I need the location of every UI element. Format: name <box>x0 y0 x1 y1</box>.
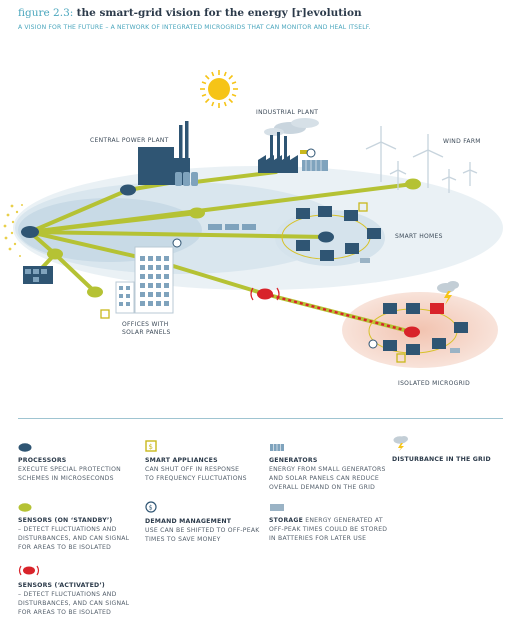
label-isolated-microgrid: ISOLATED MICROGRID <box>398 380 470 387</box>
sun-icon <box>200 70 238 108</box>
sensors-activated <box>250 287 420 338</box>
legend-disturbance-head: DISTURBANCE IN THE GRID <box>392 456 491 463</box>
offices-building <box>115 246 174 314</box>
demand-management-icon: $ <box>145 501 157 513</box>
legend-sensors-activated-line1: – DETECT FLUCTUATIONS AND <box>18 591 117 598</box>
legend-disturbance: DISTURBANCE IN THE GRID <box>392 435 512 464</box>
legend-smart-appliances-head: SMART APPLIANCES <box>145 457 218 464</box>
generator-icon <box>208 224 256 230</box>
house-icon <box>23 266 53 284</box>
sensor-activated-icon <box>18 565 40 576</box>
label-central-power-plant: CENTRAL POWER PLANT <box>90 137 169 144</box>
legend-demand-management-head: DEMAND MANAGEMENT <box>145 518 232 525</box>
legend-demand-management-line1: USE CAN BE SHIFTED TO OFF-PEAK <box>145 527 260 534</box>
legend-generators: GENERATORS ENERGY FROM SMALL GENERATORS … <box>269 443 409 492</box>
smart-appliance-icon: $ <box>145 440 157 452</box>
legend-sensors-standby-line3: FOR AREAS TO BE ISOLATED <box>18 544 112 551</box>
legend-sensors-standby-line2: DISTURBANCES, AND CAN SIGNAL <box>18 535 130 542</box>
demand-management-icon <box>172 148 378 349</box>
legend-storage-line3: IN BATTERIES FOR LATER USE <box>269 535 367 542</box>
grid-inner-zone <box>18 198 202 262</box>
legend-processors-head: PROCESSORS <box>18 457 67 464</box>
smart-appliance-icon <box>100 202 406 363</box>
legend-sensors-activated-head: SENSORS (‘ACTIVATED’) <box>18 582 105 589</box>
legend-generators-head: GENERATORS <box>269 457 318 464</box>
legend-sensors-activated-line3: FOR AREAS TO BE ISOLATED <box>18 609 112 616</box>
label-smart-homes: SMART HOMES <box>395 233 443 240</box>
cloud-lightning-icon <box>437 281 459 305</box>
legend-sensors-activated: SENSORS (‘ACTIVATED’) – DETECT FLUCTUATI… <box>18 564 153 617</box>
legend-processors: PROCESSORS EXECUTE SPECIAL PROTECTION SC… <box>18 443 153 483</box>
figure-number: figure 2.3: <box>18 7 74 19</box>
legend-sensors-standby: SENSORS (ON ‘STANDBY’) – DETECT FLUCTUAT… <box>18 503 153 552</box>
cloud-lightning-icon <box>393 436 408 451</box>
sensor-standby-icon <box>18 503 32 512</box>
figure-title: figure 2.3: the smart-grid vision for th… <box>18 6 518 20</box>
legend-storage: STORAGE ENERGY GENERATED AT OFF-PEAK TIM… <box>269 503 409 543</box>
sensors-standby <box>47 178 421 298</box>
legend-generators-line3: OVERALL DEMAND ON THE GRID <box>269 484 376 491</box>
legend-storage-head: STORAGE <box>269 517 304 524</box>
wind-turbine-icon <box>365 126 478 193</box>
storage-batteries <box>360 258 460 353</box>
legend-storage-line1: ENERGY GENERATED AT <box>305 517 383 524</box>
label-wind-farm: WIND FARM <box>443 138 481 145</box>
smart-homes-houses <box>296 206 381 261</box>
figure-title-text: the smart-grid vision for the energy [r]… <box>76 7 362 19</box>
legend-demand-management-line2: TIMES TO SAVE MONEY <box>145 536 221 543</box>
legend-divider <box>18 418 503 419</box>
label-industrial-plant: INDUSTRIAL PLANT <box>256 109 318 116</box>
label-offices-line2: SOLAR PANELS <box>122 329 171 336</box>
label-offices-line1: OFFICES WITH <box>122 321 169 328</box>
legend-processors-line2: SCHEMES IN MICROSECONDS <box>18 475 114 482</box>
disturbed-line-dash <box>264 292 413 334</box>
generator-icon <box>270 444 284 451</box>
battery-icon <box>270 504 284 511</box>
legend-storage-line2: OFF-PEAK TIMES COULD BE STORED <box>269 526 388 533</box>
legend-sensors-standby-head: SENSORS (ON ‘STANDBY’) <box>18 517 113 524</box>
legend-processors-line1: EXECUTE SPECIAL PROTECTION <box>18 466 121 473</box>
industrial-plant <box>258 118 328 173</box>
svg-text:$: $ <box>149 505 153 512</box>
legend-smart-appliances: $ SMART APPLIANCES CAN SHUT OFF IN RESPO… <box>145 440 280 483</box>
figure-subtitle: A VISION FOR THE FUTURE – A NETWORK OF I… <box>18 24 371 31</box>
legend-sensors-standby-line1: – DETECT FLUCTUATIONS AND <box>18 526 117 533</box>
legend-smart-appliances-line1: CAN SHUT OFF IN RESPONSE <box>145 466 240 473</box>
legend-smart-appliances-line2: TO FREQUENCY FLUCTUATIONS <box>145 475 247 482</box>
microgrid-houses <box>383 303 468 355</box>
hub-burst <box>3 204 23 257</box>
grid-lines <box>28 170 415 296</box>
central-power-plant <box>138 121 198 186</box>
processor-icon <box>18 443 32 452</box>
legend-demand-management: $ DEMAND MANAGEMENT USE CAN BE SHIFTED T… <box>145 501 280 544</box>
svg-text:$: $ <box>149 443 153 451</box>
legend-generators-line1: ENERGY FROM SMALL GENERATORS <box>269 466 386 473</box>
legend-storage-line1-row: STORAGE ENERGY GENERATED AT <box>269 516 409 525</box>
legend-sensors-activated-line2: DISTURBANCES, AND CAN SIGNAL <box>18 600 130 607</box>
figure-header: figure 2.3: the smart-grid vision for th… <box>18 6 518 31</box>
processors <box>21 184 334 243</box>
legend-generators-line2: AND SOLAR PANELS CAN REDUCE <box>269 475 379 482</box>
